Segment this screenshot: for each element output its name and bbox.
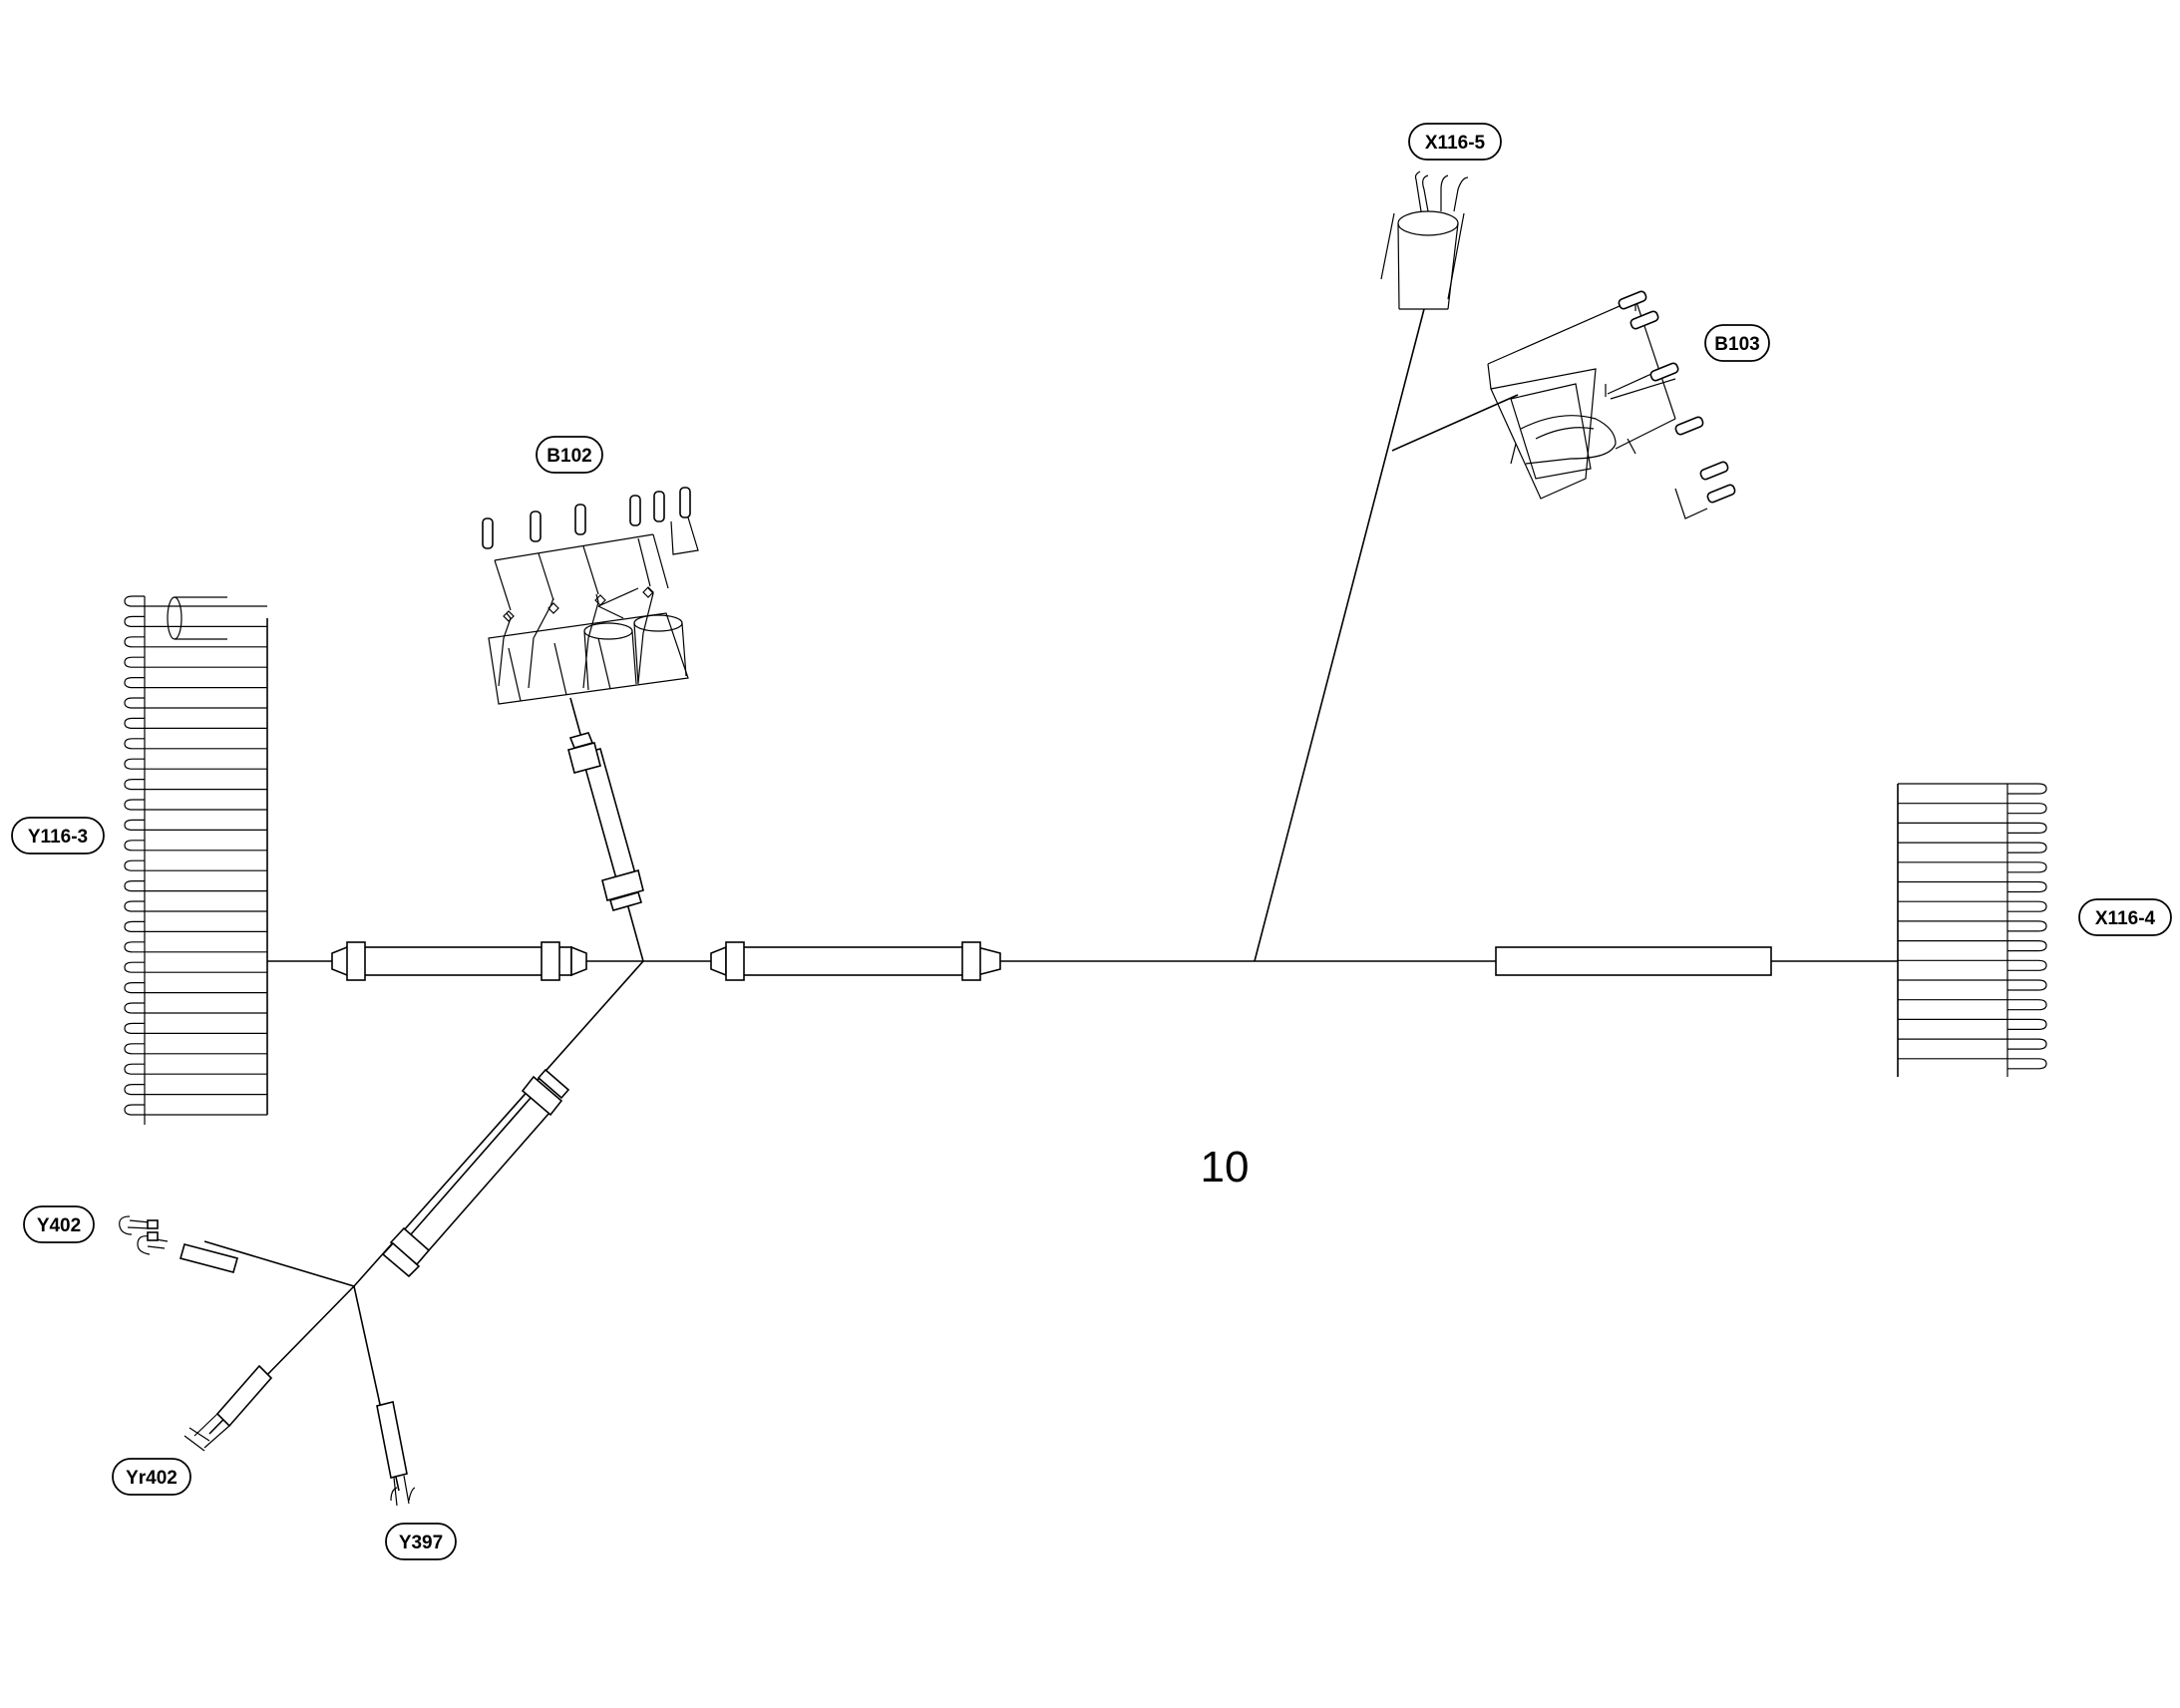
branch-x116-5 [1254,171,1519,962]
label-y116-3-text: Y116-3 [28,827,88,848]
x116-4-pin [1898,783,2047,795]
x116-4-pin [1898,1038,2047,1050]
branch-b102 [567,697,644,962]
y116-3-pin [124,738,267,750]
label-x116-4-text: X116-4 [2095,908,2156,929]
x116-4-pin [1898,803,2047,815]
diagram-number: 10 [1201,1143,1250,1192]
x116-4-pin [1898,999,2047,1011]
y116-3-pin [124,758,267,770]
label-b102-text: B102 [546,446,591,467]
y116-3-pin [124,615,267,628]
branch-lower [119,960,644,1507]
label-y397: Y397 [385,1523,457,1560]
main-trunk [267,941,1898,981]
x116-4-pin [1898,920,2047,932]
x116-4-pin [1898,959,2047,971]
y116-3-pin [124,819,267,832]
y116-3-pin [124,1063,267,1075]
x116-4-pin [1898,1018,2047,1030]
y116-3-pin [124,982,267,994]
x116-4-pin [1898,822,2047,834]
label-y116-3: Y116-3 [11,817,105,854]
label-x116-4: X116-4 [2078,898,2172,936]
y116-3-pin [124,717,267,730]
b103-connector [1487,290,1736,519]
y116-3-pin [124,1002,267,1014]
label-y397-text: Y397 [399,1533,443,1553]
y116-3-pin [124,799,267,811]
label-yr402-text: Yr402 [126,1468,178,1489]
y116-3-pin [124,920,267,933]
y116-3-pin [124,779,267,791]
y116-3-pin [124,1043,267,1055]
y116-3-pin [124,840,267,852]
y116-3-pin [124,636,267,648]
y116-3-pin [124,859,267,871]
x116-4-pin [1898,880,2047,893]
label-b103: B103 [1704,324,1770,362]
y116-3-pin [124,880,267,892]
b102-connector [482,487,699,705]
label-x116-5: X116-5 [1408,123,1502,161]
x116-4-pin [1898,1058,2047,1070]
y116-3-pin [124,1104,267,1116]
y116-3-pin [124,1022,267,1035]
label-yr402: Yr402 [112,1458,191,1496]
y116-3-pin [124,697,267,709]
label-b102: B102 [536,436,603,474]
label-y402-text: Y402 [37,1215,81,1236]
x116-4-connector [1897,783,2047,1077]
y116-3-pin [124,900,267,912]
y116-3-pin [124,595,267,607]
x116-4-pin [1898,900,2047,912]
y116-3-connector [124,595,268,1125]
label-b103-text: B103 [1714,334,1759,355]
x116-4-pin [1898,979,2047,991]
x116-4-pin [1898,861,2047,873]
y116-3-pin [124,656,267,668]
label-x116-5-text: X116-5 [1425,133,1486,154]
label-y402: Y402 [23,1205,95,1243]
y116-3-pin [124,1084,267,1096]
y116-3-pin [124,961,267,973]
y116-3-pin [124,677,267,689]
x116-4-pin [1898,842,2047,854]
y116-3-pin [124,941,267,953]
x116-4-pin [1898,939,2047,952]
